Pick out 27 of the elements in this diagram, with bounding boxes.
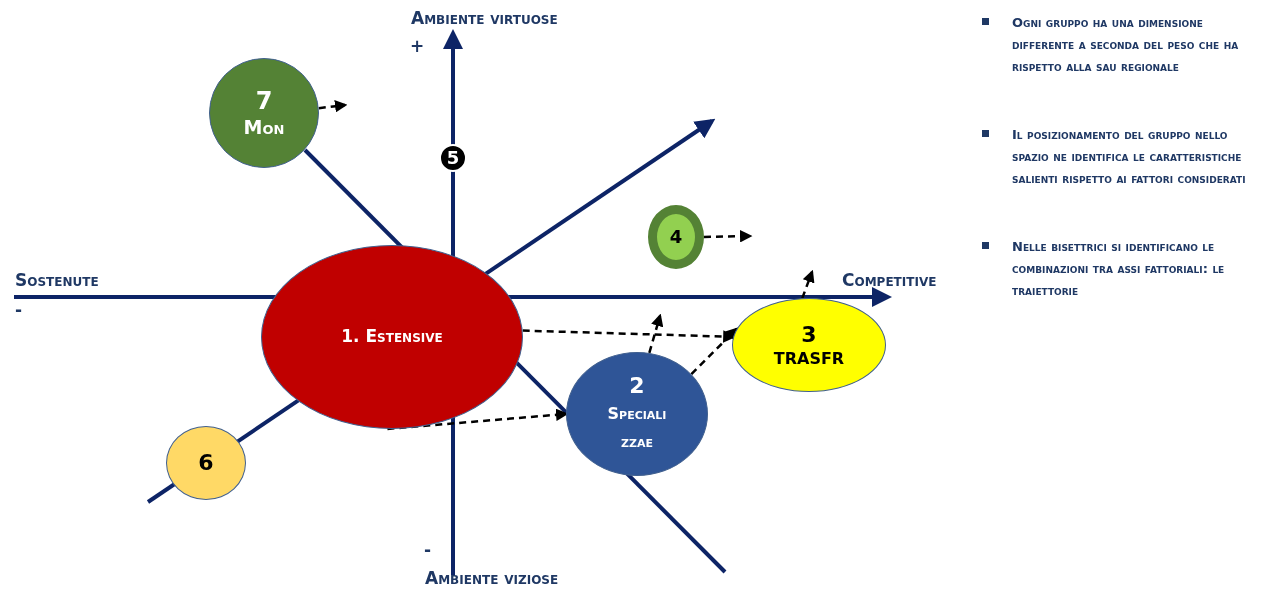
group-number: 2	[629, 372, 645, 400]
axis-label: Sostenute	[15, 270, 99, 290]
sign-label: -	[424, 540, 432, 560]
group-circle	[648, 205, 704, 269]
group-number: 3	[801, 321, 817, 349]
group-label: Speciali zzae	[606, 402, 668, 453]
group-label: Mon	[243, 116, 285, 140]
axis-label: Ambiente viziose	[425, 568, 559, 588]
group-label: 6	[198, 449, 214, 477]
dashed-arrow	[318, 100, 348, 113]
bullet-text: Ogni gruppo ha una dimensione differente a seconda del peso che ha rispetto alla sau regionale	[1012, 14, 1240, 76]
sign-label: +	[410, 36, 425, 56]
number-marker	[439, 144, 467, 172]
group-number: 7	[255, 86, 273, 117]
group-label: 1. Estensive	[341, 326, 443, 348]
bullet-text: Il posizionamento del gruppo nello spazio ne identifica le caratteristiche salienti rispetto ai fattori considerati	[1012, 126, 1247, 188]
dashed-arrow	[690, 327, 739, 376]
sign-label: -	[15, 300, 23, 320]
group-label: TRASFR	[773, 348, 845, 369]
dashed-arrow	[648, 313, 664, 354]
axis-label: Ambiente virtuose	[411, 8, 558, 28]
dashed-arrow	[801, 269, 815, 299]
group-label: 4	[669, 225, 683, 249]
dashed-arrow	[703, 229, 753, 243]
axis-label: Competitive	[842, 270, 937, 290]
group-label: 5	[446, 146, 460, 170]
bullet-text: Nelle bisettrici si identificano le combinazioni tra assi fattoriali: le traiettorie	[1012, 238, 1226, 300]
